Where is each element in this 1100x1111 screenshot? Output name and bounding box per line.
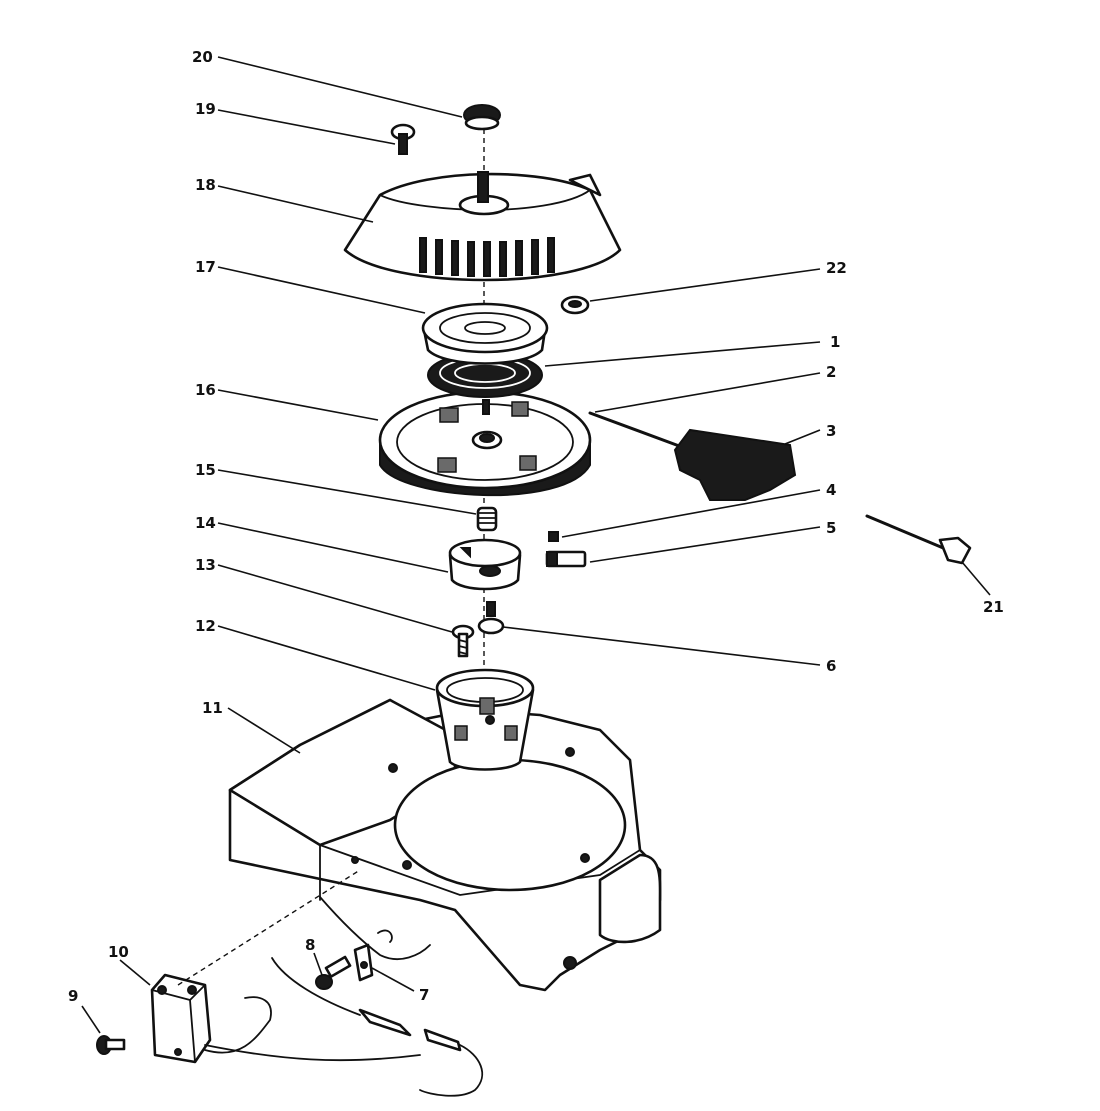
callout-5: 5 xyxy=(826,519,836,537)
callout-19: 19 xyxy=(195,100,216,118)
blower-housing xyxy=(228,698,662,992)
small-spring xyxy=(476,506,498,532)
callout-1: 1 xyxy=(830,333,840,351)
pulley xyxy=(378,390,592,497)
washer xyxy=(560,295,590,315)
bolt xyxy=(451,624,475,658)
callout-3: 3 xyxy=(826,422,836,440)
pawl xyxy=(545,550,587,568)
callout-10: 10 xyxy=(108,943,129,961)
pawl-spring xyxy=(548,531,559,542)
switch-box xyxy=(150,973,212,1064)
callout-20: 20 xyxy=(192,48,213,66)
leader-lines xyxy=(81,56,991,1034)
callout-6: 6 xyxy=(826,657,836,675)
starter-tool xyxy=(865,514,972,565)
callout-17: 17 xyxy=(195,258,216,276)
callout-7: 7 xyxy=(419,986,429,1004)
mounting-screw xyxy=(390,123,416,155)
callout-15: 15 xyxy=(195,461,216,479)
switch-screw xyxy=(96,1035,126,1055)
ratchet xyxy=(448,538,522,591)
callout-18: 18 xyxy=(195,176,216,194)
callout-labels: 20 19 18 17 22 1 2 3 16 15 4 5 14 13 6 1… xyxy=(68,48,1004,1005)
starter-rope xyxy=(588,411,692,452)
spring-cup xyxy=(421,302,549,365)
center-nut xyxy=(463,104,501,131)
callout-12: 12 xyxy=(195,617,216,635)
callout-11: 11 xyxy=(202,699,223,717)
screw xyxy=(477,601,505,635)
callout-4: 4 xyxy=(826,481,836,499)
clip-screw xyxy=(315,955,352,990)
starter-housing xyxy=(343,171,622,282)
wire-clip xyxy=(353,943,374,982)
callout-9: 9 xyxy=(68,987,78,1005)
starter-cup xyxy=(435,668,535,771)
callout-22: 22 xyxy=(826,259,847,277)
recoil-spring xyxy=(427,352,543,398)
callout-14: 14 xyxy=(195,514,216,532)
callout-21: 21 xyxy=(983,598,1004,616)
callout-13: 13 xyxy=(195,556,216,574)
callout-16: 16 xyxy=(195,381,216,399)
callout-8: 8 xyxy=(305,936,315,954)
callout-2: 2 xyxy=(826,363,836,381)
starter-handle xyxy=(673,428,797,501)
ignition-wiring xyxy=(204,896,484,1097)
